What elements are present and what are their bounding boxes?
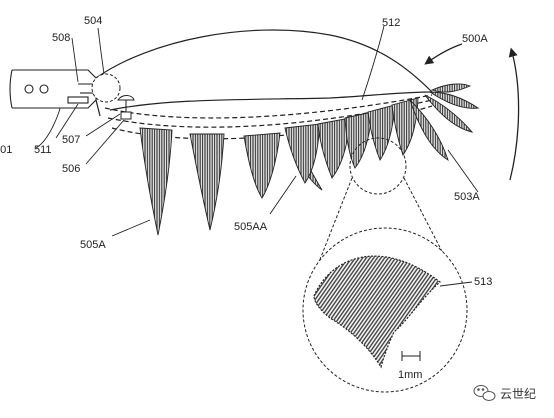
leader-lines bbox=[35, 25, 479, 287]
label-507: 507 bbox=[62, 134, 80, 146]
blade-8 bbox=[367, 104, 396, 161]
label-508: 508 bbox=[52, 32, 70, 44]
scale-label: 1mm bbox=[398, 369, 422, 381]
blade-12 bbox=[428, 91, 480, 109]
watermark: 云世纪 bbox=[473, 385, 536, 401]
watermark-text: 云世纪 bbox=[500, 387, 536, 401]
blade-13 bbox=[430, 83, 472, 93]
label-501: 501 bbox=[0, 144, 12, 156]
wechat-icon bbox=[473, 385, 496, 401]
blade-11 bbox=[424, 94, 474, 133]
scale-bar bbox=[401, 351, 421, 361]
blade-505a bbox=[139, 127, 173, 236]
label-511: 511 bbox=[34, 144, 52, 156]
rotation-arrows bbox=[424, 43, 520, 181]
label-504: 504 bbox=[84, 15, 102, 27]
label-503a: 503A bbox=[454, 191, 480, 203]
arrow-503a bbox=[508, 47, 520, 181]
blade-2 bbox=[189, 133, 225, 231]
blade-5 bbox=[284, 123, 321, 184]
detail-circle-504 bbox=[91, 73, 121, 103]
detail-circle-small bbox=[349, 137, 407, 195]
component-507 bbox=[117, 95, 135, 120]
label-505a: 505A bbox=[80, 239, 106, 251]
label-500a: 500A bbox=[462, 33, 488, 45]
blade-10 bbox=[409, 99, 449, 162]
blade-3 bbox=[243, 132, 281, 199]
blade-set bbox=[139, 83, 480, 236]
blade-6 bbox=[317, 117, 351, 179]
arrow-500a bbox=[424, 43, 463, 65]
handle-body bbox=[9, 69, 97, 109]
magnified-blade bbox=[313, 255, 441, 369]
label-505aa: 505AA bbox=[234, 221, 268, 233]
label-513: 513 bbox=[474, 276, 492, 288]
label-506: 506 bbox=[62, 163, 80, 175]
label-512: 512 bbox=[382, 17, 400, 29]
